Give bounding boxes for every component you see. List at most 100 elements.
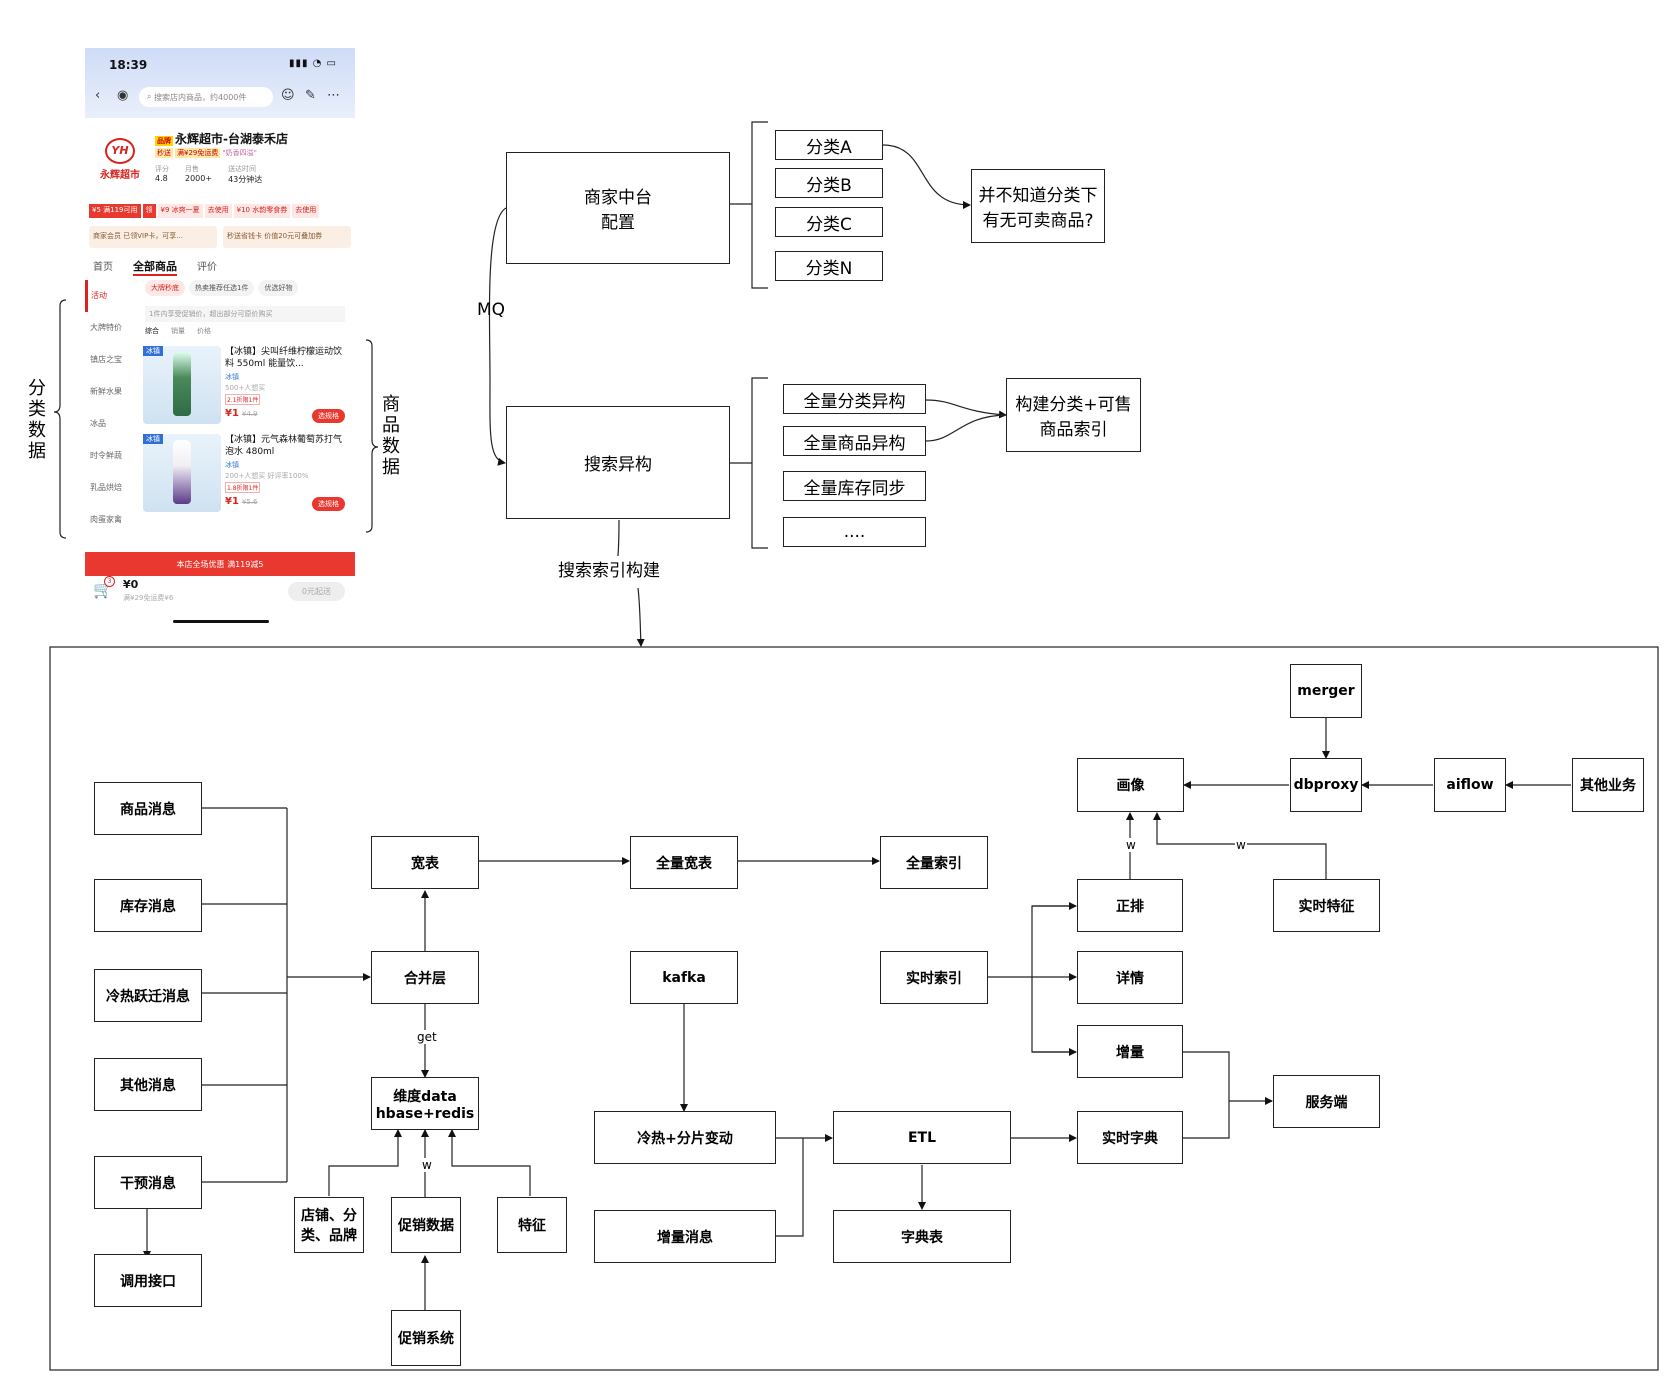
sort-bar: 综合 销量 价格	[145, 326, 211, 336]
product-item[interactable]: 冰镇 【冰镇】尖叫纤维柠檬运动饮料 550ml 能量饮... 冰镇 500+人想…	[143, 346, 349, 430]
saving-card[interactable]: 秒送省钱卡 价值20元可叠加券	[223, 226, 351, 248]
coupon-row[interactable]: ¥5 满119可用领 ¥9 冰爽一夏去使用 ¥10 水韵零食券去使用	[89, 204, 351, 218]
product-image: 冰镇	[143, 434, 221, 512]
full-wide-table-box: 全量宽表	[630, 836, 738, 889]
full-stock-sync-box: 全量库存同步	[783, 471, 926, 501]
home-indicator	[173, 620, 269, 623]
full-category-async-box: 全量分类异构	[783, 384, 926, 414]
category-item[interactable]: 新鲜水果	[90, 387, 122, 396]
incremental-box: 增量	[1077, 1025, 1183, 1078]
category-item[interactable]: 冰品	[90, 419, 106, 428]
chip[interactable]: 大牌秒底	[145, 280, 185, 296]
product-tag: 冰镇	[225, 461, 239, 469]
member-card[interactable]: 商家会员 已领VIP卡，可享...	[89, 226, 217, 248]
category-item[interactable]: 乳品烘焙	[90, 483, 122, 492]
select-spec-button[interactable]: 选规格	[312, 409, 345, 423]
share-icon[interactable]: ✎	[305, 88, 316, 103]
w-label: w	[421, 1158, 433, 1172]
index-build-label: 搜索索引构建	[558, 556, 660, 581]
mq-label: MQ	[477, 300, 506, 320]
kafka-box: kafka	[630, 951, 738, 1004]
shipping-text: 满¥29免运费¥6	[123, 594, 174, 602]
shop-tabs: 首页 全部商品 评价	[93, 258, 217, 276]
intervention-message-box: 干预消息	[94, 1156, 202, 1209]
tab-home[interactable]: 首页	[93, 262, 113, 273]
full-product-async-box: 全量商品异构	[783, 426, 926, 456]
category-c-box: 分类C	[775, 207, 883, 237]
category-nav: 活动 大牌特价 镇店之宝 新鲜水果 冰品 时令鲜蔬 乳品烘焙 肉蛋家禽	[85, 280, 140, 536]
category-item[interactable]: 大牌特价	[90, 323, 122, 332]
shop-tags: 秒送满¥29免运费"奶香四溢"	[155, 148, 257, 158]
more-icon[interactable]: ⋯	[327, 88, 340, 103]
product-data-label: 商品数据	[382, 394, 400, 478]
chat-icon[interactable]: ☺	[281, 88, 295, 103]
sort-option[interactable]: 综合	[145, 327, 159, 335]
other-business-box: 其他业务	[1572, 758, 1644, 812]
status-time: 18:39	[109, 58, 148, 72]
product-image: 冰镇	[143, 346, 221, 424]
brand-tag: 品牌	[155, 136, 173, 146]
location-icon[interactable]: ◉	[117, 88, 129, 103]
search-input[interactable]: ⌕ 搜索店内商品，约4000件	[139, 87, 273, 107]
product-name: 【冰镇】尖叫纤维柠檬运动饮料 550ml 能量饮...	[225, 347, 343, 369]
select-spec-button[interactable]: 选规格	[312, 497, 345, 511]
sort-option[interactable]: 销量	[171, 327, 185, 335]
search-async-box: 搜索异构	[506, 406, 730, 519]
product-item[interactable]: 冰镇 【冰镇】元气森林葡萄苏打气泡水 480ml 冰镇 200+人想买 好评率1…	[143, 434, 349, 518]
realtime-index-box: 实时索引	[880, 951, 988, 1004]
category-a-box: 分类A	[775, 130, 883, 160]
sort-option[interactable]: 价格	[197, 327, 211, 335]
merchant-config-box: 商家中台配置	[506, 152, 730, 264]
shop-category-brand-box: 店铺、分类、品牌	[294, 1197, 364, 1253]
tab-all-products[interactable]: 全部商品	[133, 258, 177, 276]
get-label: get	[416, 1030, 438, 1044]
signal-wifi-battery-icon: ▮▮▮ ◔ ▭	[288, 58, 337, 69]
promo-hint: 1件内享受促销价，超出部分可原价购买	[145, 306, 345, 322]
chip[interactable]: 优选好物	[258, 280, 299, 296]
search-placeholder: 搜索店内商品，约4000件	[154, 92, 247, 102]
store-promo-banner[interactable]: 本店全场优惠 满119减5	[85, 552, 355, 576]
product-promo: 1.8折限1件	[225, 482, 261, 493]
product-sales: 200+人想买 好评率100%	[225, 472, 309, 480]
product-price: ¥1¥4.9	[225, 408, 258, 419]
category-item[interactable]: 活动	[85, 280, 140, 312]
dictionary-table-box: 字典表	[833, 1210, 1011, 1263]
member-row[interactable]: 商家会员 已领VIP卡，可享... 秒送省钱卡 价值20元可叠加券	[89, 226, 351, 248]
checkout-button[interactable]: 0元起送	[287, 582, 345, 601]
realtime-feature-box: 实时特征	[1273, 879, 1380, 932]
category-item[interactable]: 时令鲜蔬	[90, 451, 122, 460]
back-icon[interactable]: ‹	[95, 88, 101, 103]
product-promo: 2.1折限1件	[225, 394, 261, 405]
phone-screenshot: 18:39 ▮▮▮ ◔ ▭ ‹ ◉ ⌕ 搜索店内商品，约4000件 ☺ ✎ ⋯ …	[85, 48, 355, 628]
hot-cold-message-box: 冷热跃迁消息	[94, 969, 202, 1022]
filter-chips: 大牌秒底 热卖推荐任选1件 优选好物	[145, 280, 299, 296]
hot-cold-shard-box: 冷热+分片变动	[594, 1111, 776, 1164]
cart-count: 3	[104, 576, 115, 587]
shop-name[interactable]: 品牌永辉超市-台湖泰禾店	[155, 132, 288, 146]
product-price: ¥1¥5.6	[225, 496, 258, 507]
tab-reviews[interactable]: 评价	[197, 262, 217, 273]
merge-layer-box: 合并层	[371, 951, 479, 1004]
category-item[interactable]: 镇店之宝	[90, 355, 122, 364]
dbproxy-box: dbproxy	[1290, 758, 1362, 812]
product-tag: 冰镇	[225, 373, 239, 381]
other-message-box: 其他消息	[94, 1058, 202, 1111]
promo-system-box: 促销系统	[391, 1310, 461, 1366]
server-box: 服务端	[1273, 1075, 1380, 1128]
build-index-box: 构建分类+可售商品索引	[1006, 378, 1141, 452]
chip[interactable]: 热卖推荐任选1件	[189, 280, 255, 296]
category-item[interactable]: 肉蛋家禽	[90, 515, 122, 524]
question-box: 并不知道分类下有无可卖商品?	[971, 169, 1105, 243]
w-label: w	[1125, 838, 1137, 852]
stock-message-box: 库存消息	[94, 879, 202, 932]
product-message-box: 商品消息	[94, 782, 202, 835]
w-label: w	[1235, 838, 1247, 852]
category-b-box: 分类B	[775, 168, 883, 198]
detail-box: 详情	[1077, 951, 1183, 1004]
wide-table-box: 宽表	[371, 836, 479, 889]
incremental-message-box: 增量消息	[594, 1210, 776, 1263]
call-api-box: 调用接口	[94, 1254, 202, 1307]
